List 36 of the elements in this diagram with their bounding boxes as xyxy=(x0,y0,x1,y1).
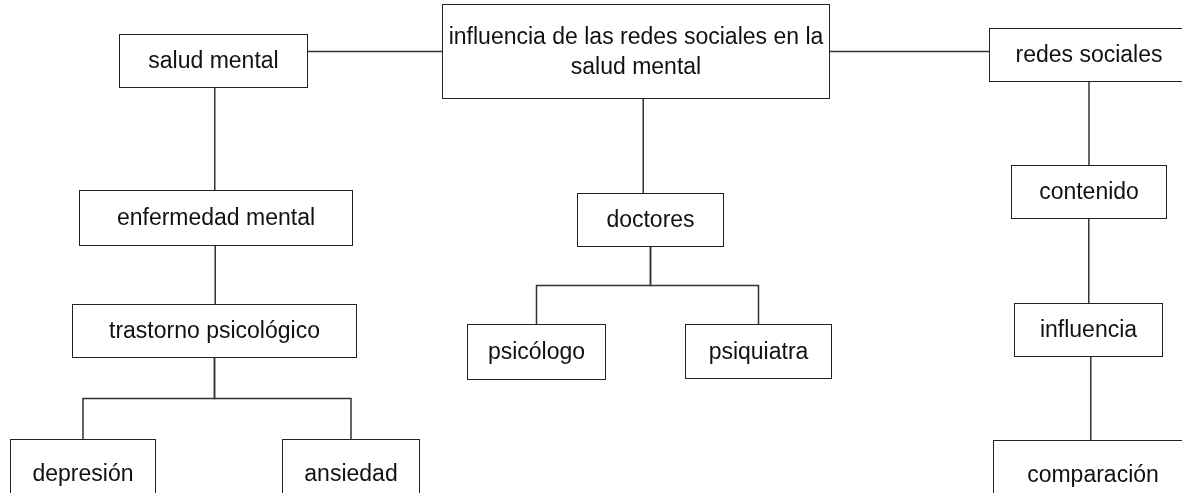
concept-box xyxy=(993,440,1182,493)
concept-box xyxy=(1014,303,1163,357)
concept-box xyxy=(989,28,1182,82)
concept-label: contenido xyxy=(1039,177,1139,207)
concept-label: redes sociales xyxy=(1015,40,1163,70)
concept-box xyxy=(442,4,830,99)
concept-label: doctores xyxy=(606,205,695,235)
concept-label: influencia xyxy=(1039,315,1138,345)
connector-line xyxy=(213,357,352,440)
concept-box xyxy=(72,304,357,358)
connector-line xyxy=(307,50,443,53)
concept-box xyxy=(577,193,724,247)
concept-label: psicólogo xyxy=(487,337,586,367)
concept-label: comparación xyxy=(1027,460,1159,490)
concept-label: trastorno psicológico xyxy=(109,316,320,346)
connector-line xyxy=(1088,81,1090,166)
connector-line xyxy=(642,98,644,194)
connector-line xyxy=(649,246,760,325)
connector-line xyxy=(1088,218,1090,304)
concept-label: salud mental xyxy=(148,46,279,76)
concept-label: psiquiatra xyxy=(708,336,809,366)
connector-line xyxy=(829,50,990,53)
concept-label: depresión xyxy=(32,459,134,489)
concept-box xyxy=(10,439,156,493)
concept-box xyxy=(79,190,353,246)
concept-box xyxy=(282,439,420,493)
connector-line xyxy=(214,87,216,191)
concept-box xyxy=(1011,165,1167,219)
concept-label: ansiedad xyxy=(304,459,398,489)
connector-line xyxy=(1090,356,1092,441)
concept-label: influencia de las redes sociales en la salud mental xyxy=(447,21,825,81)
concept-box xyxy=(119,34,308,88)
concept-label: enfermedad mental xyxy=(116,203,316,233)
connector-line xyxy=(214,245,216,305)
concept-box xyxy=(467,324,606,380)
concept-box xyxy=(685,324,832,379)
